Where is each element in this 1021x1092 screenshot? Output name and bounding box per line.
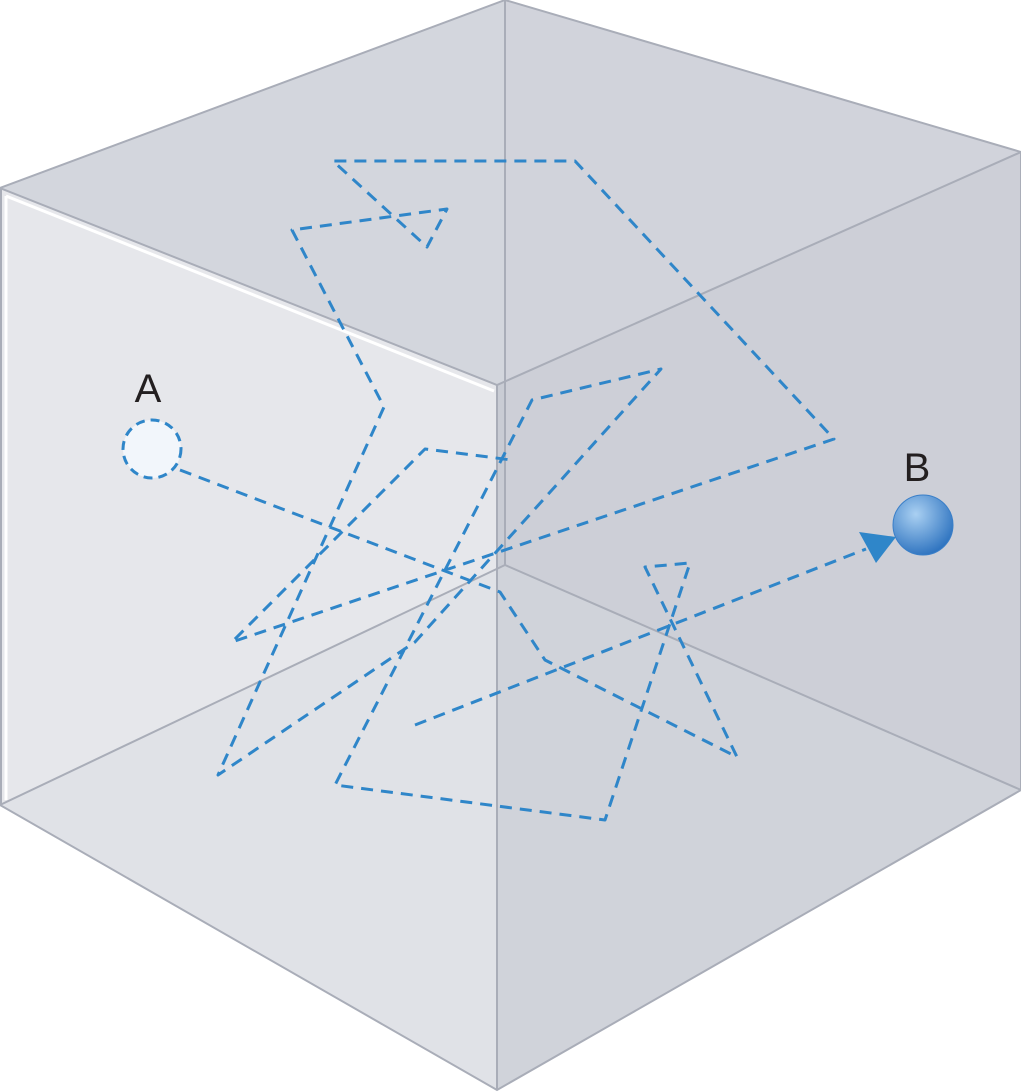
triangle-arrow-icon [859, 532, 896, 563]
random-walk-final-segment [414, 547, 867, 727]
dashed-circle-icon [121, 418, 183, 480]
cube-top-edge-highlight [5, 194, 495, 393]
label-b: B [904, 446, 931, 490]
blue-sphere-icon [892, 494, 954, 556]
cube-back-inner-face [505, 0, 1021, 790]
random-walk-path [179, 159, 836, 822]
label-a: A [135, 367, 162, 411]
cube-bottom-inner-face [0, 565, 1021, 1090]
cube-left-face [0, 188, 497, 1090]
